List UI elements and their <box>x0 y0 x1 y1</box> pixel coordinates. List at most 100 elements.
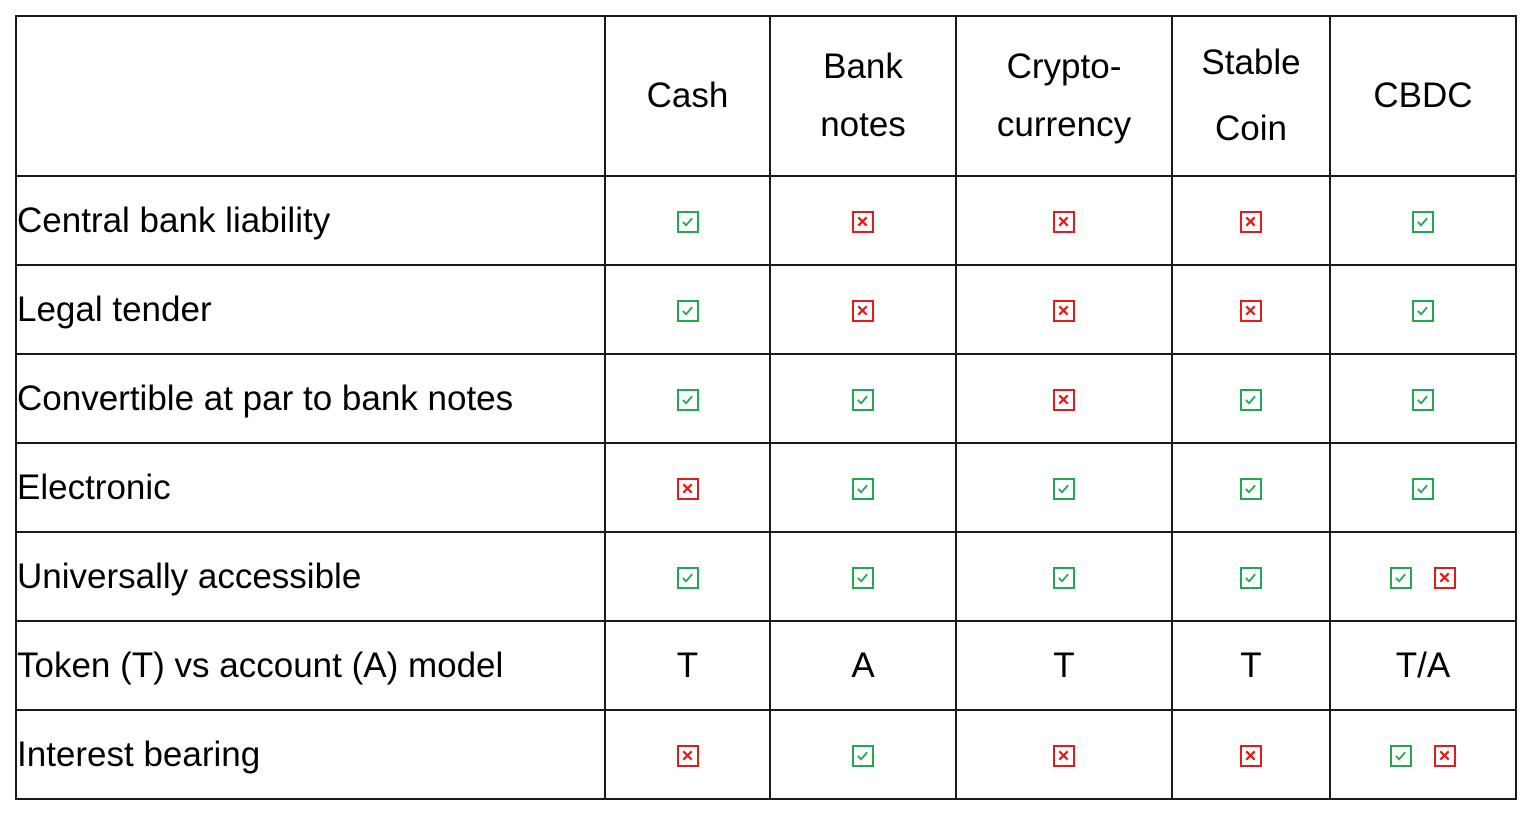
cell-cbdc <box>1329 175 1517 266</box>
header-cash-label: Cash <box>646 76 729 115</box>
model-value: T <box>1053 645 1075 685</box>
row-label: Central bank liability <box>15 175 606 266</box>
cell-cryptocurrency <box>955 531 1173 622</box>
cell-cash <box>604 353 771 444</box>
cell-stable-coin <box>1171 531 1331 622</box>
cell-cbdc <box>1329 709 1517 800</box>
header-cbdc: CBDC <box>1329 15 1517 177</box>
cell-bank-notes <box>769 353 957 444</box>
row-label: Convertible at par to bank notes <box>15 353 606 444</box>
green-checkbox-icon <box>1240 567 1262 590</box>
green-checkbox-icon <box>1412 478 1434 501</box>
cell-cash <box>604 709 771 800</box>
table-row: Legal tender <box>15 264 1517 355</box>
red-cross-box-icon <box>1053 300 1075 323</box>
header-stable-line1: Stable <box>1201 43 1301 82</box>
table-row: Convertible at par to bank notes <box>15 353 1517 444</box>
cell-stable-coin <box>1171 353 1331 444</box>
cell-bank-notes: A <box>769 620 957 711</box>
cell-cryptocurrency <box>955 353 1173 444</box>
green-checkbox-icon <box>1390 567 1412 590</box>
cell-cbdc: T/A <box>1329 620 1517 711</box>
cell-cryptocurrency <box>955 442 1173 533</box>
cell-cryptocurrency <box>955 709 1173 800</box>
header-cbdc-label: CBDC <box>1373 76 1473 115</box>
red-cross-box-icon <box>676 745 699 768</box>
header-bank-notes: Bank notes <box>769 15 957 177</box>
cell-cash <box>604 264 771 355</box>
model-value: A <box>851 645 875 685</box>
row-label: Legal tender <box>15 264 606 355</box>
header-stable-line2: Coin <box>1215 109 1287 148</box>
header-cryptocurrency: Crypto-currency <box>955 15 1173 177</box>
cell-cash: T <box>604 620 771 711</box>
cell-cash <box>604 531 771 622</box>
cell-stable-coin <box>1171 175 1331 266</box>
green-checkbox-icon <box>676 567 699 590</box>
cell-bank-notes <box>769 709 957 800</box>
green-checkbox-icon <box>852 745 874 768</box>
row-label: Electronic <box>15 442 606 533</box>
cell-cryptocurrency <box>955 264 1173 355</box>
cell-stable-coin <box>1171 442 1331 533</box>
cell-bank-notes <box>769 264 957 355</box>
cell-cryptocurrency: T <box>955 620 1173 711</box>
table-row: Central bank liability <box>15 175 1517 266</box>
model-value: T <box>676 645 699 685</box>
red-cross-box-icon <box>1053 211 1075 234</box>
cell-cash <box>604 442 771 533</box>
red-cross-box-icon <box>852 211 874 234</box>
cell-cbdc <box>1329 264 1517 355</box>
header-bank-notes-line2: notes <box>820 105 906 144</box>
row-label: Token (T) vs account (A) model <box>15 620 606 711</box>
table-row: Token (T) vs account (A) model T A T T T/A <box>15 620 1517 711</box>
header-crypto-line1: Crypto- <box>1006 47 1122 86</box>
green-checkbox-icon <box>1240 389 1262 412</box>
green-checkbox-icon <box>852 478 874 501</box>
green-checkbox-icon <box>1053 478 1075 501</box>
green-checkbox-icon <box>1412 211 1434 234</box>
table-row: Universally accessible <box>15 531 1517 622</box>
green-checkbox-icon <box>676 389 699 412</box>
cell-cryptocurrency <box>955 175 1173 266</box>
red-cross-box-icon <box>1240 745 1262 768</box>
cell-cbdc <box>1329 353 1517 444</box>
cell-stable-coin <box>1171 709 1331 800</box>
cell-stable-coin <box>1171 264 1331 355</box>
red-cross-box-icon <box>1240 300 1262 323</box>
red-cross-box-icon <box>852 300 874 323</box>
red-cross-box-icon <box>1434 567 1456 590</box>
header-bank-notes-line1: Bank <box>823 47 903 86</box>
green-checkbox-icon <box>1412 300 1434 323</box>
green-checkbox-icon <box>1412 389 1434 412</box>
cell-cash <box>604 175 771 266</box>
green-checkbox-icon <box>676 211 699 234</box>
cell-stable-coin: T <box>1171 620 1331 711</box>
table-row: Interest bearing <box>15 709 1517 800</box>
cell-bank-notes <box>769 531 957 622</box>
green-checkbox-icon <box>1053 567 1075 590</box>
row-label: Universally accessible <box>15 531 606 622</box>
header-empty-cell <box>15 15 606 177</box>
red-cross-box-icon <box>676 478 699 501</box>
model-value: T <box>1240 645 1262 685</box>
green-checkbox-icon <box>852 389 874 412</box>
header-cash: Cash <box>604 15 771 177</box>
green-checkbox-icon <box>1390 745 1412 768</box>
cell-bank-notes <box>769 442 957 533</box>
cell-cbdc <box>1329 531 1517 622</box>
header-crypto-line2: currency <box>996 105 1132 144</box>
table-row: Electronic <box>15 442 1517 533</box>
red-cross-box-icon <box>1053 745 1075 768</box>
row-label: Interest bearing <box>15 709 606 800</box>
model-value: T/A <box>1395 645 1451 685</box>
green-checkbox-icon <box>1240 478 1262 501</box>
green-checkbox-icon <box>852 567 874 590</box>
red-cross-box-icon <box>1053 389 1075 412</box>
red-cross-box-icon <box>1434 745 1456 768</box>
cell-bank-notes <box>769 175 957 266</box>
red-cross-box-icon <box>1240 211 1262 234</box>
